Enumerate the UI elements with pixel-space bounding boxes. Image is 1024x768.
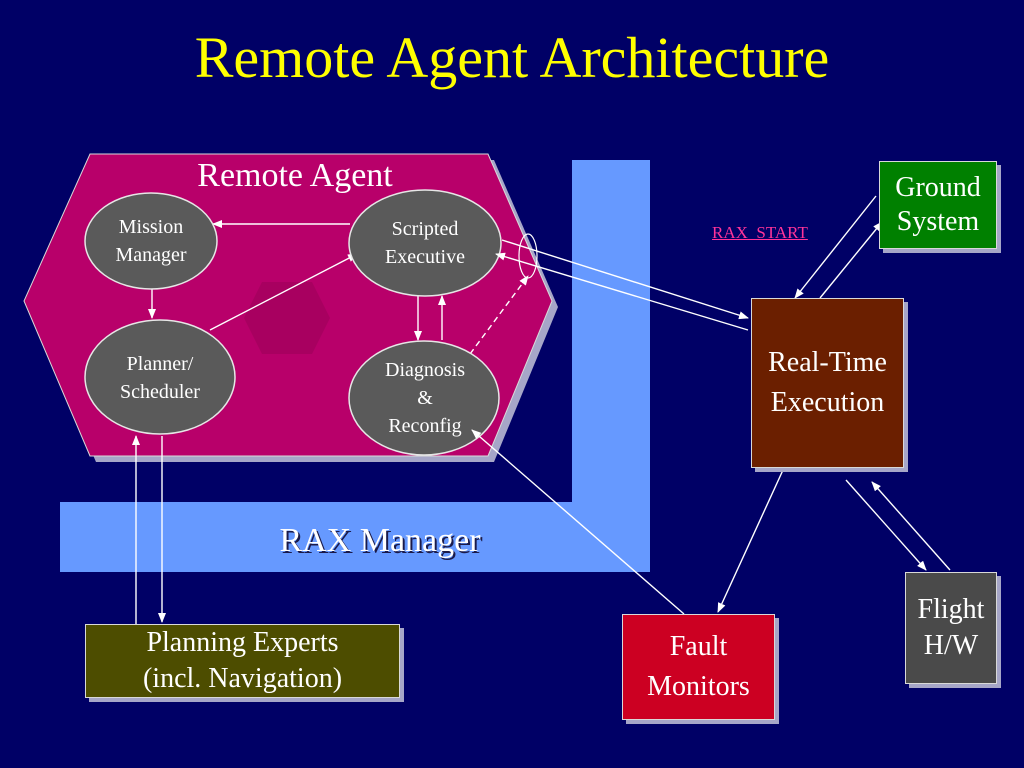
planning-experts-box: Planning Experts (incl. Navigation) <box>85 624 400 698</box>
scripted-executive-node <box>348 189 502 297</box>
planner-scheduler-node <box>84 319 236 435</box>
flight-hw-label: Flight H/W <box>917 594 985 661</box>
arrow-fault-to-diagnosis <box>471 429 685 615</box>
arrow-rte-to-ground <box>819 221 883 299</box>
planner-scheduler-label: Planner/ Scheduler <box>120 353 200 403</box>
connection-ellipse <box>518 233 538 279</box>
slide-title: Remote Agent Architecture <box>194 25 830 90</box>
arrow-planner-to-executive <box>209 253 358 331</box>
mission-manager-label: Mission Manager <box>115 216 187 266</box>
remote-agent-center-mark <box>244 282 330 354</box>
flight-hw-box: Flight H/W <box>905 572 997 684</box>
fault-monitors-box: Fault Monitors <box>622 614 775 720</box>
fault-monitors-label: Fault Monitors <box>647 631 750 702</box>
arrow-rte-to-executive <box>495 252 749 331</box>
planning-experts-label: Planning Experts (incl. Navigation) <box>142 627 343 694</box>
arrow-rte-to-fault <box>717 469 784 613</box>
diagnosis-reconfig-node <box>348 340 500 456</box>
ground-system-box: Ground System <box>879 161 997 249</box>
arrow-ground-to-rte <box>794 195 877 299</box>
mission-manager-node <box>84 192 218 290</box>
real-time-execution-label: Real-Time Execution <box>768 347 887 418</box>
rax-manager-band-horizontal <box>60 502 650 572</box>
real-time-execution-box: Real-Time Execution <box>751 298 904 468</box>
remote-agent-label: Remote Agent <box>197 157 393 194</box>
arrow-executive-to-rte <box>501 239 749 320</box>
dashed-diagnosis-link <box>469 275 529 355</box>
rax-manager-label: RAX Manager <box>279 522 481 559</box>
scripted-executive-label: Scripted Executive <box>385 218 465 268</box>
ground-system-label: Ground System <box>895 172 981 237</box>
arrow-rte-to-flight <box>845 479 927 571</box>
diagnosis-reconfig-label: Diagnosis & Reconfig <box>385 359 465 437</box>
rax-start-label: RAX_START <box>712 223 808 242</box>
arrow-flight-to-rte <box>871 481 951 571</box>
